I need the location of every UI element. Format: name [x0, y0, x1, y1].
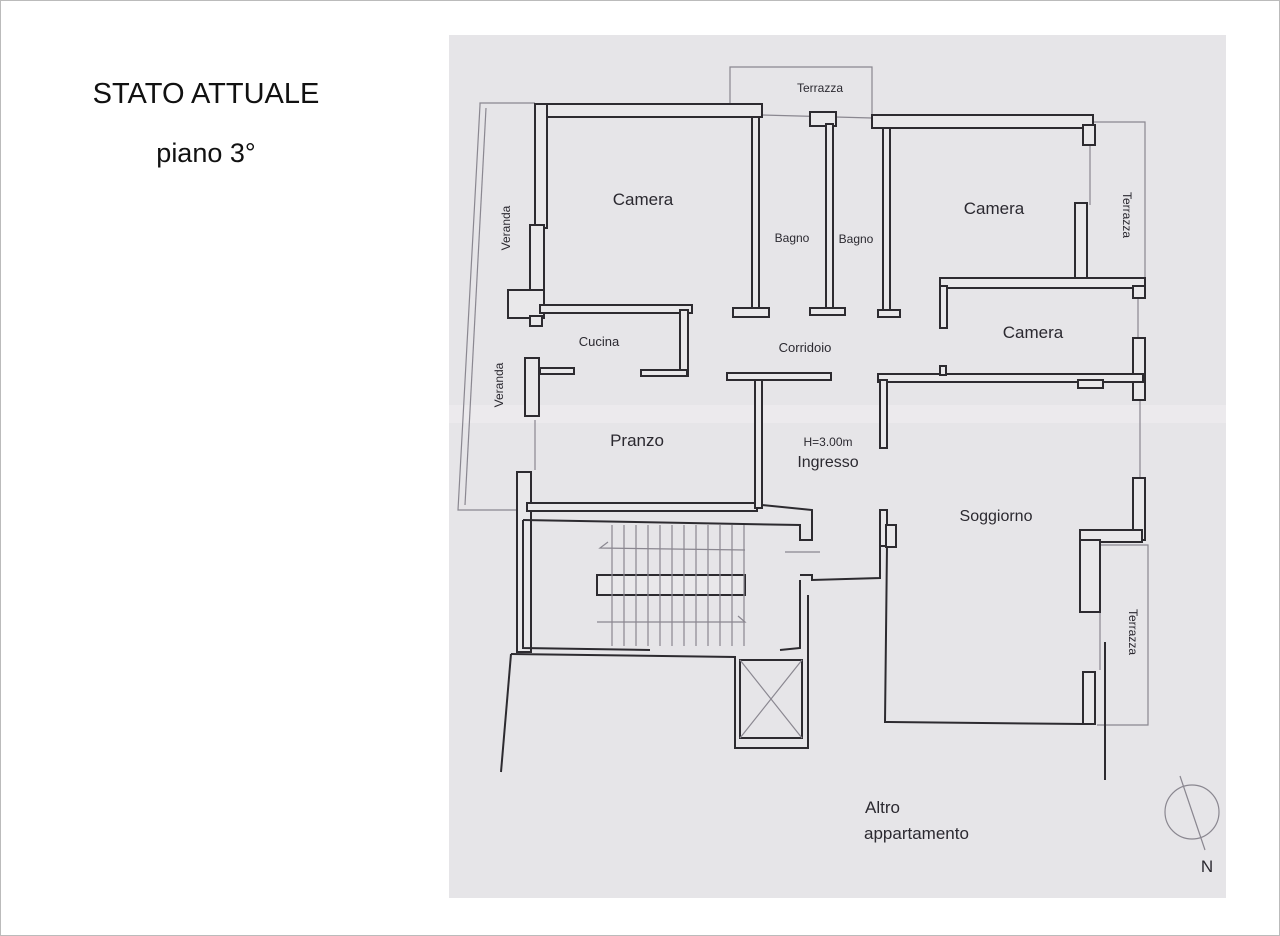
label-height: H=3.00m — [803, 435, 852, 449]
label-corridoio: Corridoio — [779, 340, 832, 355]
label-appartamento: appartamento — [864, 824, 969, 843]
label-cucina: Cucina — [579, 334, 620, 349]
label-pranzo: Pranzo — [610, 431, 664, 450]
page-title: STATO ATTUALE — [92, 78, 320, 110]
north-arrow-icon — [1179, 775, 1206, 851]
label-veranda-bottom: Veranda — [492, 362, 506, 407]
north-label: N — [1201, 857, 1213, 876]
label-terrazza-right-top: Terrazza — [1120, 192, 1134, 238]
paper-fold — [449, 405, 1226, 423]
paper-sheet — [449, 35, 1226, 898]
label-camera-1: Camera — [613, 190, 674, 209]
compass-circle — [1164, 784, 1220, 840]
label-altro: Altro — [865, 798, 900, 817]
elevator-shaft — [739, 659, 803, 739]
walls — [507, 103, 1146, 725]
room-labels: Terrazza Camera Bagno Bagno Camera Terra… — [492, 81, 1213, 876]
label-camera-3: Camera — [1003, 323, 1064, 342]
label-ingresso: Ingresso — [797, 454, 858, 471]
stair-treads — [611, 525, 745, 646]
floor-subtitle: piano 3° — [156, 138, 256, 168]
label-bagno-2: Bagno — [839, 232, 874, 246]
label-camera-2: Camera — [964, 199, 1025, 218]
compass — [1164, 775, 1220, 851]
label-bagno-1: Bagno — [775, 231, 810, 245]
label-terrazza-right-bottom: Terrazza — [1126, 609, 1140, 655]
label-terrazza-top: Terrazza — [797, 81, 843, 95]
label-veranda-top: Veranda — [499, 205, 513, 250]
lines — [500, 504, 1106, 780]
label-soggiorno: Soggiorno — [960, 508, 1033, 525]
